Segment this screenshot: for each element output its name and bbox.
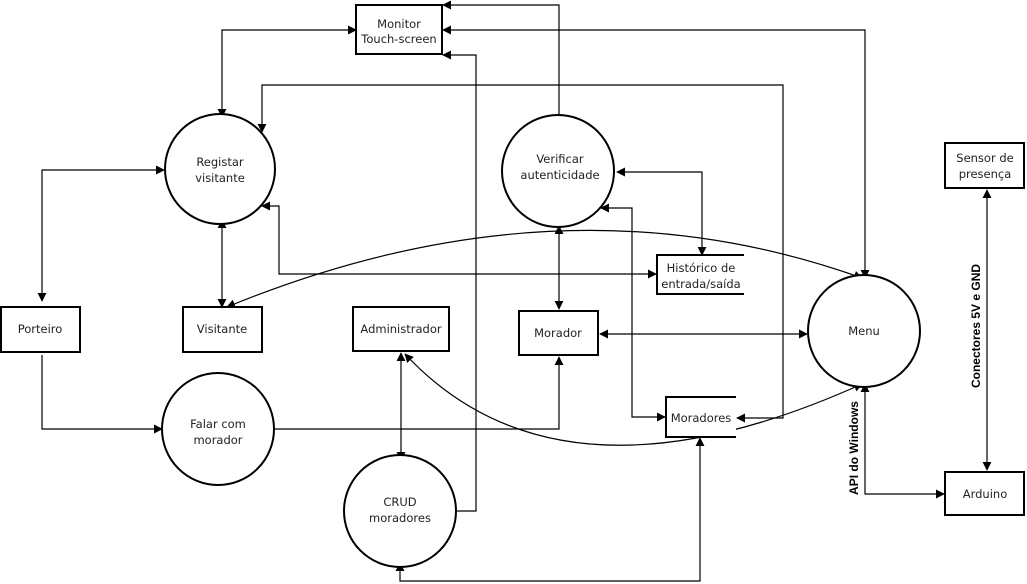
store-moradores[interactable]: Moradores <box>665 396 736 438</box>
entity-monitor-label-1: Monitor <box>377 17 421 31</box>
label-conectores: Conectores 5V e GND <box>969 264 983 388</box>
entity-arduino[interactable]: Arduino <box>944 471 1025 516</box>
process-verificar-label-1: Verificar <box>536 152 584 166</box>
entity-monitor[interactable]: Monitor Touch-screen <box>355 4 443 55</box>
flow-registar-historico <box>261 201 657 279</box>
entity-morador-label: Morador <box>534 326 582 340</box>
flow-verificar-historico <box>616 167 707 256</box>
entity-visitante[interactable]: Visitante <box>182 306 263 353</box>
flow-moradores-crud <box>395 437 705 582</box>
process-verificar-label-2: autenticidade <box>520 168 599 182</box>
flow-visitante-menu <box>226 229 863 309</box>
flow-falar-morador <box>274 356 564 430</box>
process-falar-label-2: morador <box>193 433 242 447</box>
label-api-windows: API do Windows <box>847 401 861 495</box>
entity-porteiro-label: Porteiro <box>18 322 63 336</box>
entity-arduino-label: Arduino <box>963 487 1008 501</box>
process-falar-com-morador[interactable]: Falar com morador <box>161 372 275 486</box>
flow-menu-arduino <box>860 383 945 499</box>
flow-porteiro-registar <box>37 165 165 302</box>
entity-administrador[interactable]: Administrador <box>352 306 450 352</box>
entity-sensor-label-2: presença <box>959 167 1012 181</box>
flow-administrador-menu <box>404 353 863 446</box>
entity-monitor-label-2: Touch-screen <box>360 32 436 46</box>
entity-porteiro[interactable]: Porteiro <box>0 306 81 353</box>
process-menu[interactable]: Menu <box>807 274 921 388</box>
flow-verificar-monitor <box>442 0 560 122</box>
flows <box>37 0 992 582</box>
entity-morador[interactable]: Morador <box>518 310 599 356</box>
flow-moradores-registar <box>257 84 784 423</box>
flow-crud-monitor <box>442 50 477 512</box>
store-historico-label-2: entrada/saída <box>661 277 740 291</box>
entity-sensor-label-1: Sensor de <box>956 151 1013 165</box>
entity-visitante-label: Visitante <box>197 322 247 336</box>
process-registar-visitante[interactable]: Registar visitante <box>164 113 276 225</box>
store-historico[interactable]: Histórico de entrada/saída <box>656 254 744 295</box>
process-falar-label-1: Falar com <box>190 417 246 431</box>
flow-verificar-moradores <box>600 203 666 422</box>
process-verificar-autenticidade[interactable]: Verificar autenticidade <box>501 114 615 228</box>
process-crud-label-1: CRUD <box>383 495 416 509</box>
process-crud-label-2: moradores <box>369 511 431 525</box>
process-registar-label-1: Registar <box>196 155 244 169</box>
flow-porteiro-falar <box>41 355 163 434</box>
entity-administrador-label: Administrador <box>360 322 441 336</box>
process-menu-label: Menu <box>848 324 880 338</box>
store-moradores-label: Moradores <box>671 411 732 425</box>
store-historico-label-1: Histórico de <box>667 261 736 275</box>
flow-menu-monitor <box>442 25 870 279</box>
flow-monitor-registar <box>217 25 357 118</box>
process-crud-moradores[interactable]: CRUD moradores <box>343 454 457 568</box>
entity-sensor[interactable]: Sensor de presença <box>944 142 1025 189</box>
process-registar-label-2: visitante <box>195 171 245 185</box>
